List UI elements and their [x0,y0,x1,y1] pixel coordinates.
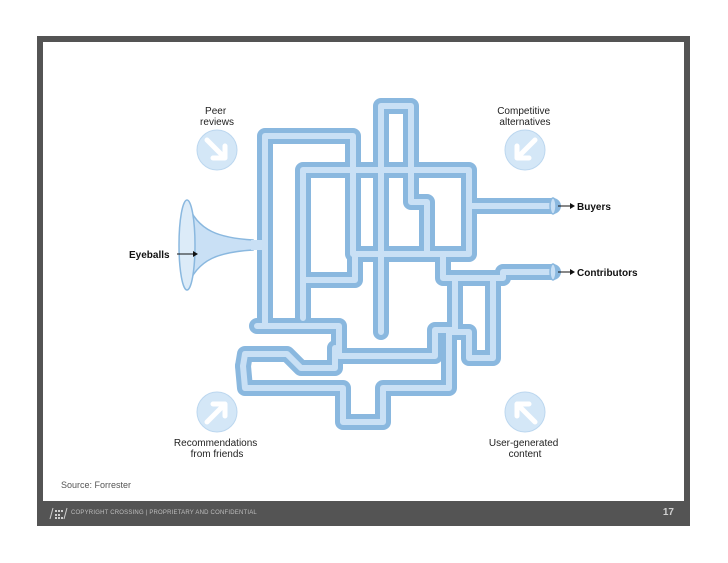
buyers-outlet [549,197,557,215]
competitive-alternatives-icon [504,129,546,171]
eyeballs-label: Eyeballs [129,250,170,261]
maze-pipes-fill [240,103,556,425]
slide-frame: Peer reviews Competitive alternatives Re… [37,36,690,526]
user-generated-content-label: User-generated content [489,438,561,460]
contributors-arrow [558,269,575,275]
funnel-horn [178,199,265,291]
competitive-alternatives-label: Competitive alternatives [497,106,553,128]
slide-footer: COPYRIGHT CROSSING | PROPRIETARY AND CON… [43,502,684,526]
buyers-label: Buyers [577,202,611,213]
page-number: 17 [662,507,674,518]
buyers-arrow [558,203,575,209]
slide: Peer reviews Competitive alternatives Re… [43,42,684,501]
recommendations-label: Recommendations from friends [174,438,260,460]
eyeballs-arrow [177,251,198,257]
peer-reviews-label: Peer reviews [200,106,234,128]
user-generated-content-icon [504,391,546,433]
crossing-logo-icon [49,507,68,520]
source-note: Source: Forrester [61,480,132,490]
contributors-outlet [549,263,557,281]
peer-reviews-icon [196,129,238,171]
copyright-notice: COPYRIGHT CROSSING | PROPRIETARY AND CON… [71,510,257,516]
recommendations-icon [196,391,238,433]
contributors-label: Contributors [577,268,638,279]
maze-diagram: Peer reviews Competitive alternatives Re… [129,98,638,460]
